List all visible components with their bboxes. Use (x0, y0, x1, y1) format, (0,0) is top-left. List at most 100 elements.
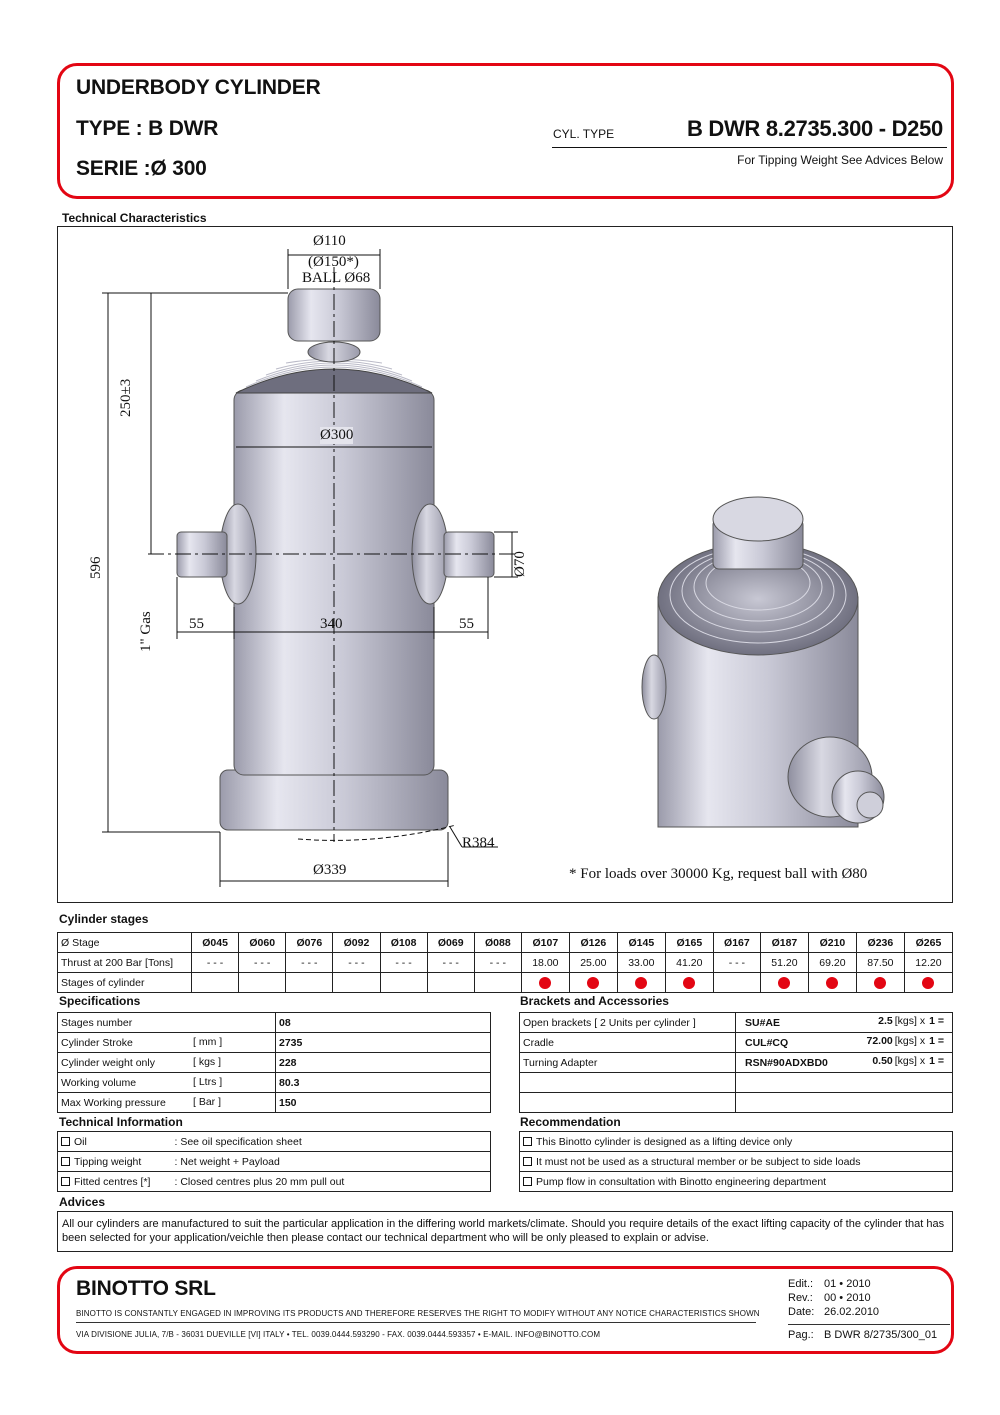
stage-active-cell (190, 972, 240, 993)
stage-diameter: Ø076 (285, 932, 334, 953)
isometric-view (641, 496, 885, 828)
bracket-unit: [kgs] x (894, 1015, 926, 1027)
dim-top-dia: Ø110 (313, 233, 346, 249)
stage-diameter: Ø126 (568, 932, 618, 953)
advices-box: All our cylinders are manufactured to su… (57, 1211, 953, 1252)
row-label-thrust: Thrust at 200 Bar [Tons] (57, 952, 192, 973)
footer-meta-value: B DWR 8/2735/300_01 (824, 1328, 938, 1341)
dim-base-dia: Ø339 (313, 862, 347, 878)
recommendation-row: This Binotto cylinder is designed as a l… (519, 1131, 953, 1152)
tipping-note: For Tipping Weight See Advices Below (737, 153, 943, 167)
technical-drawing (102, 249, 885, 887)
spec-unit: [ Ltrs ] (193, 1076, 223, 1088)
spec-value: 2735 (275, 1032, 491, 1053)
stage-active-cell (568, 972, 618, 993)
bracket-code: CUL#CQ (745, 1036, 789, 1049)
recommendation-cell: Pump flow in consultation with Binotto e… (519, 1171, 953, 1192)
row-label-stage: Ø Stage (57, 932, 192, 953)
header-box (57, 63, 954, 199)
advices-label: Advices (59, 1195, 106, 1209)
stage-active-dot-icon (683, 976, 696, 989)
type-label: TYPE : B DWR (76, 117, 219, 140)
dim-height-250: 250±3 (118, 378, 134, 417)
bracket-detail-cell (735, 1092, 953, 1113)
stage-thrust: 18.00 (520, 952, 570, 973)
serie-label: SERIE :Ø 300 (76, 157, 207, 180)
stage-thrust: - - - (332, 952, 381, 973)
recommendation-label: Recommendation (520, 1115, 621, 1129)
spec-name: Stages number (61, 1016, 133, 1029)
bracket-row (519, 1072, 953, 1093)
row-label-active: Stages of cylinder (57, 972, 192, 993)
footer-meta-row: Rev.:00 • 2010 (788, 1291, 950, 1305)
stage-active-cell (616, 972, 666, 993)
checkbox-icon (61, 1176, 70, 1186)
spec-value: 228 (275, 1052, 491, 1073)
stage-thrust: - - - (426, 952, 475, 973)
cyl-type-underline (552, 147, 947, 148)
footer-meta-row: Pag.:B DWR 8/2735/300_01 (788, 1324, 950, 1344)
stage-active-dot-icon (922, 976, 935, 989)
footer-meta-row: Date:26.02.2010 (788, 1305, 950, 1319)
spec-value: 80.3 (275, 1072, 491, 1093)
techinfo-value: : Closed centres plus 20 mm pull out (171, 1171, 491, 1192)
brackets-table-wrap: Open brackets [ 2 Units per cylinder ] SU… (519, 1012, 953, 1113)
stage-thrust: 87.50 (855, 952, 905, 973)
checkbox-icon (523, 1156, 532, 1166)
bracket-code: RSN#90ADXBD0 (745, 1056, 828, 1069)
stage-active-cell (712, 972, 761, 993)
recommendation-text: Pump flow in consultation with Binotto e… (536, 1175, 827, 1188)
stage-active-dot-icon (874, 976, 887, 989)
cylinder-body (233, 389, 435, 776)
bracket-count: 1 = (929, 1035, 944, 1047)
checkbox-icon (523, 1176, 532, 1186)
techinfo-name-cell: Fitted centres [*] (57, 1171, 172, 1192)
bracket-name-cell: Cradle (519, 1032, 736, 1053)
bracket-name: Turning Adapter (523, 1056, 598, 1069)
footer-box (57, 1266, 954, 1354)
stage-diameter: Ø187 (759, 932, 809, 953)
checkbox-icon (61, 1156, 70, 1166)
dim-radius: R384 (462, 835, 495, 851)
bracket-unit: [kgs] x (894, 1055, 926, 1067)
spec-value: 150 (275, 1092, 491, 1113)
techinfo-row: Oil: See oil specification sheet (57, 1131, 491, 1152)
spec-row: Cylinder weight only[ kgs ]228 (57, 1052, 491, 1073)
bracket-qty: 2.5 (878, 1015, 893, 1027)
stage-diameter: Ø167 (712, 932, 761, 953)
footer-disclaimer: Binotto is constantly engaged in improvi… (76, 1309, 760, 1318)
recommendation-cell: This Binotto cylinder is designed as a l… (519, 1131, 953, 1152)
stage-active-cell (664, 972, 714, 993)
stage-thrust: 33.00 (616, 952, 666, 973)
bracket-name: Open brackets [ 2 Units per cylinder ] (523, 1016, 696, 1029)
recommendation-table-wrap: This Binotto cylinder is designed as a l… (519, 1131, 953, 1192)
stage-active-cell (238, 972, 287, 993)
stage-active-cell (379, 972, 428, 993)
stage-thrust: - - - (190, 952, 240, 973)
stage-diameter: Ø069 (426, 932, 475, 953)
stage-diameter: Ø236 (855, 932, 905, 953)
stage-active-cell (285, 972, 334, 993)
stage-active-cell (426, 972, 475, 993)
stage-thrust: - - - (712, 952, 761, 973)
technical-information-label: Technical Information (59, 1115, 183, 1129)
footer-meta-label: Rev.: (788, 1292, 813, 1304)
dim-ball: BALL Ø68 (302, 270, 371, 286)
bracket-name-cell: Open brackets [ 2 Units per cylinder ] (519, 1012, 736, 1033)
stage-active-cell (473, 972, 522, 993)
company-name: BINOTTO SRL (76, 1277, 216, 1300)
spec-name-cell: Max Working pressure[ Bar ] (57, 1092, 276, 1113)
spec-name: Working volume (61, 1076, 137, 1089)
recommendation-text: This Binotto cylinder is designed as a l… (536, 1135, 793, 1148)
techinfo-row: Fitted centres [*]: Closed centres plus … (57, 1171, 491, 1192)
techinfo-row: Tipping weight: Net weight + Payload (57, 1151, 491, 1172)
stage-diameter: Ø088 (473, 932, 522, 953)
